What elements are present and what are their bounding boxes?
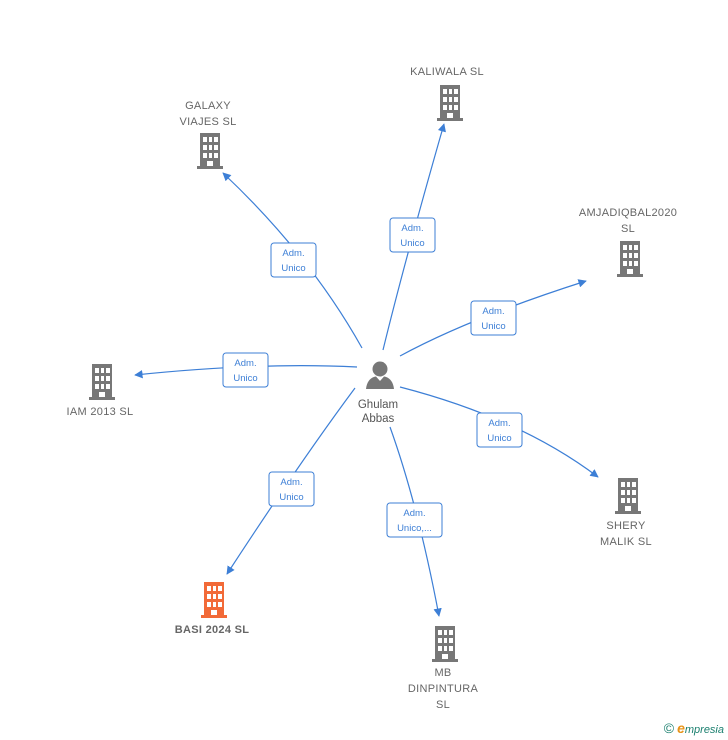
person-name-line-1: Ghulam	[358, 399, 398, 411]
role-text-line: Adm.	[280, 477, 302, 488]
role-badge-basi[interactable]: Adm. Unico	[268, 471, 315, 507]
roles-layer: Adm.UnicoAdm.UnicoAdm.UnicoAdm.UnicoAdm.…	[222, 217, 523, 538]
empresia-logo: © empresia	[664, 720, 724, 736]
company-node-iam[interactable]: IAM 2013 SL	[67, 364, 134, 418]
nodes-layer: KALIWALA SL GALAXY VIAJES SL AMJADIQBAL2020…	[67, 66, 677, 711]
company-label-line: IAM 2013 SL	[67, 406, 134, 418]
company-label-line: MB	[434, 667, 451, 679]
company-node-kaliwala[interactable]: KALIWALA SL	[410, 66, 484, 121]
role-text-line: Adm.	[282, 248, 304, 259]
role-text-line: Adm.	[482, 306, 504, 317]
role-text-line: Unico,...	[397, 523, 432, 534]
company-label-line: SL	[621, 223, 635, 235]
company-label-line: GALAXY	[185, 100, 231, 112]
role-text-line: Unico	[400, 238, 424, 249]
company-label-line: BASI 2024 SL	[175, 624, 250, 636]
center-person[interactable]: Ghulam Abbas	[358, 361, 398, 426]
company-label-line: DINPINTURA	[408, 683, 479, 695]
person-name-line-2: Abbas	[362, 413, 395, 425]
building-icon	[432, 626, 458, 662]
company-node-mb[interactable]: MB DINPINTURA SL	[408, 626, 479, 711]
building-icon	[89, 364, 115, 400]
copyright-icon: ©	[663, 720, 675, 736]
company-label-line: SHERY	[606, 520, 646, 532]
company-label-line: MALIK SL	[600, 536, 652, 548]
building-icon	[201, 582, 227, 618]
role-badge-amjad[interactable]: Adm. Unico	[470, 300, 517, 336]
role-badge-shery[interactable]: Adm. Unico	[476, 412, 523, 448]
company-label-line: SL	[436, 699, 450, 711]
company-label-line: VIAJES SL	[179, 116, 236, 128]
role-text-line: Unico	[281, 263, 305, 274]
role-text-line: Unico	[481, 321, 505, 332]
role-badge-kaliwala[interactable]: Adm. Unico	[389, 217, 436, 253]
company-node-shery[interactable]: SHERY MALIK SL	[600, 478, 652, 548]
building-icon	[437, 85, 463, 121]
role-badge-galaxy[interactable]: Adm. Unico	[270, 242, 317, 278]
role-text-line: Unico	[233, 373, 257, 384]
company-node-basi[interactable]: BASI 2024 SL	[175, 582, 250, 636]
role-badge-mb[interactable]: Adm. Unico,...	[386, 502, 443, 538]
role-text-line: Adm.	[403, 508, 425, 519]
role-text-line: Adm.	[234, 358, 256, 369]
role-badge-iam[interactable]: Adm. Unico	[222, 352, 269, 388]
role-text-line: Unico	[279, 492, 303, 503]
company-label-line: AMJADIQBAL2020	[579, 207, 677, 219]
building-icon	[617, 241, 643, 277]
brand-e: e	[677, 720, 685, 736]
role-text-line: Unico	[487, 433, 511, 444]
building-icon	[615, 478, 641, 514]
building-icon	[197, 133, 223, 169]
role-text-line: Adm.	[401, 223, 423, 234]
edges-layer	[134, 123, 599, 617]
person-icon	[366, 361, 394, 389]
company-node-galaxy[interactable]: GALAXY VIAJES SL	[179, 100, 236, 169]
company-label-line: KALIWALA SL	[410, 66, 484, 78]
role-text-line: Adm.	[488, 418, 510, 429]
brand-name: mpresia	[684, 724, 724, 736]
